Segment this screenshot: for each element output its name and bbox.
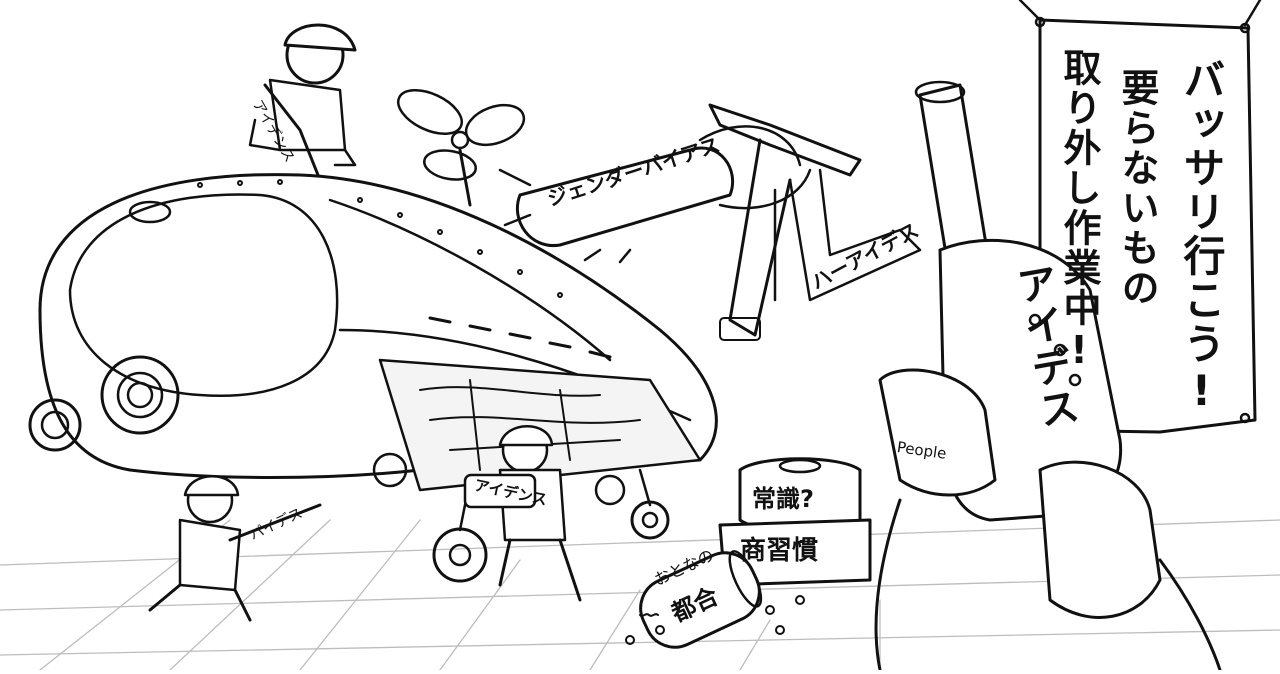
worker-center (463, 425, 582, 602)
spaceship-open-panel (378, 358, 702, 492)
spaceship-porthole (128, 200, 172, 224)
spaceship-nozzle (100, 355, 180, 435)
banner-text-column-1: バッサリ行こう! (1177, 58, 1226, 417)
spaceship-side-nozzle (28, 398, 82, 452)
spaceship (28, 89, 718, 583)
loose-screws (625, 595, 805, 645)
worker-top (248, 23, 357, 177)
spaceship-hull (38, 173, 718, 479)
spaceship-rivets (197, 179, 563, 298)
part-label-common-sense: 常識? (752, 485, 814, 513)
crane-arm (708, 103, 922, 341)
removed-parts (625, 457, 872, 649)
spaceship-dashes (428, 316, 612, 359)
spaceship-hull-seam (328, 198, 612, 362)
gender-bias-part (498, 125, 812, 264)
big-hand (878, 368, 997, 497)
sleeve (874, 498, 1222, 672)
spaceship-top-fan (397, 89, 526, 207)
banner-text-column-2: 要らないもの (1115, 68, 1159, 308)
big-hand-with-tool (874, 80, 1222, 672)
worker-left (148, 475, 322, 622)
spaceship-cockpit-canopy (68, 193, 339, 397)
spaceship-nozzle-inner (116, 371, 164, 419)
banner-text-column-3: 取り外し作業中! (1057, 48, 1101, 374)
part-can (639, 550, 763, 649)
part-label-business-custom: 商習慣 (740, 536, 819, 566)
